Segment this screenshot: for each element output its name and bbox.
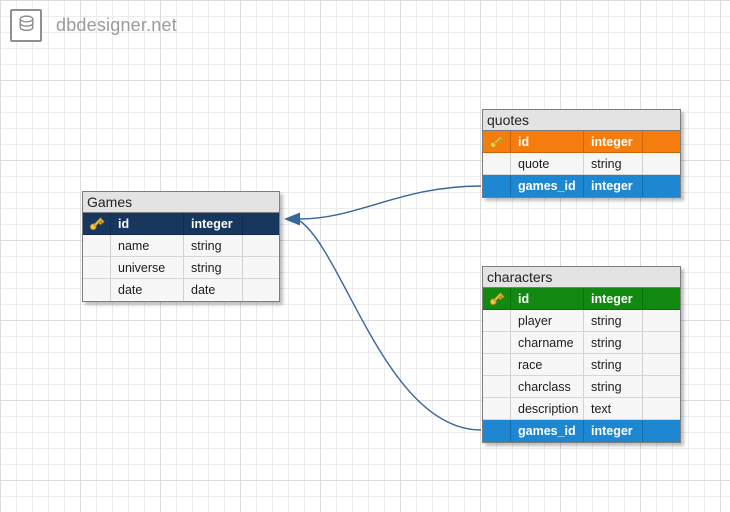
primary-key-icon (483, 288, 511, 309)
primary-key-icon (483, 131, 511, 152)
field-name: charclass (511, 376, 584, 397)
table-games[interactable]: Games id integer name string universe st… (82, 191, 280, 302)
logo-box (10, 9, 42, 42)
logo-text: dbdesigner.net (56, 15, 177, 35)
database-icon (17, 14, 36, 38)
key-cell-empty (83, 235, 111, 256)
field-extra-cell (243, 257, 279, 278)
key-cell-empty (483, 354, 511, 375)
key-cell-empty (483, 420, 511, 442)
field-type: string (184, 257, 243, 278)
field-extra-cell (643, 398, 680, 419)
table-row-games-universe[interactable]: universe string (83, 257, 279, 279)
field-name: charname (511, 332, 584, 353)
field-name: games_id (511, 175, 584, 197)
table-row-characters-charclass[interactable]: charclass string (483, 376, 680, 398)
table-row-characters-player[interactable]: player string (483, 310, 680, 332)
field-extra-cell (243, 213, 279, 234)
field-type: string (584, 354, 643, 375)
table-row-quotes-quote[interactable]: quote string (483, 153, 680, 175)
app-logo[interactable]: dbdesigner.net (10, 9, 177, 42)
table-row-characters-games-id[interactable]: games_id integer (483, 420, 680, 442)
field-type: text (584, 398, 643, 419)
field-extra-cell (643, 376, 680, 397)
field-name: description (511, 398, 584, 419)
field-type: integer (184, 213, 243, 234)
field-name: player (511, 310, 584, 331)
table-row-games-id[interactable]: id integer (83, 213, 279, 235)
table-characters-header[interactable]: characters (483, 267, 680, 288)
table-row-characters-id[interactable]: id integer (483, 288, 680, 310)
key-cell-empty (83, 279, 111, 301)
field-name: universe (111, 257, 184, 278)
field-name: games_id (511, 420, 584, 442)
field-type: string (584, 310, 643, 331)
field-type: integer (584, 420, 643, 442)
field-extra-cell (643, 175, 680, 197)
field-name: race (511, 354, 584, 375)
key-cell-empty (483, 332, 511, 353)
table-row-games-date[interactable]: date date (83, 279, 279, 301)
key-cell-empty (483, 175, 511, 197)
field-name: id (511, 131, 584, 152)
table-row-characters-charname[interactable]: charname string (483, 332, 680, 354)
primary-key-icon (83, 213, 111, 234)
table-quotes-header[interactable]: quotes (483, 110, 680, 131)
field-type: string (584, 153, 643, 174)
table-row-quotes-games-id[interactable]: games_id integer (483, 175, 680, 197)
field-extra-cell (643, 153, 680, 174)
field-extra-cell (643, 354, 680, 375)
table-characters[interactable]: characters id integer player string char… (482, 266, 681, 443)
relation-arrowhead-icon (284, 212, 300, 226)
field-extra-cell (643, 332, 680, 353)
field-name: name (111, 235, 184, 256)
field-type: string (584, 332, 643, 353)
table-row-games-name[interactable]: name string (83, 235, 279, 257)
field-name: id (511, 288, 584, 309)
key-cell-empty (83, 257, 111, 278)
table-row-characters-description[interactable]: description text (483, 398, 680, 420)
field-name: id (111, 213, 184, 234)
field-extra-cell (643, 131, 680, 152)
field-extra-cell (643, 310, 680, 331)
field-name: date (111, 279, 184, 301)
key-cell-empty (483, 398, 511, 419)
field-extra-cell (643, 420, 680, 442)
field-type: string (584, 376, 643, 397)
field-type: date (184, 279, 243, 301)
field-type: string (184, 235, 243, 256)
field-type: integer (584, 288, 643, 309)
field-extra-cell (643, 288, 680, 309)
key-cell-empty (483, 153, 511, 174)
field-extra-cell (243, 279, 279, 301)
table-row-characters-race[interactable]: race string (483, 354, 680, 376)
key-cell-empty (483, 310, 511, 331)
field-extra-cell (243, 235, 279, 256)
field-type: integer (584, 131, 643, 152)
field-name: quote (511, 153, 584, 174)
field-type: integer (584, 175, 643, 197)
table-quotes[interactable]: quotes id integer quote string games_id … (482, 109, 681, 198)
relation-characters-games[interactable] (299, 220, 482, 431)
relation-quotes-games[interactable] (299, 185, 482, 220)
table-games-header[interactable]: Games (83, 192, 279, 213)
table-row-quotes-id[interactable]: id integer (483, 131, 680, 153)
key-cell-empty (483, 376, 511, 397)
